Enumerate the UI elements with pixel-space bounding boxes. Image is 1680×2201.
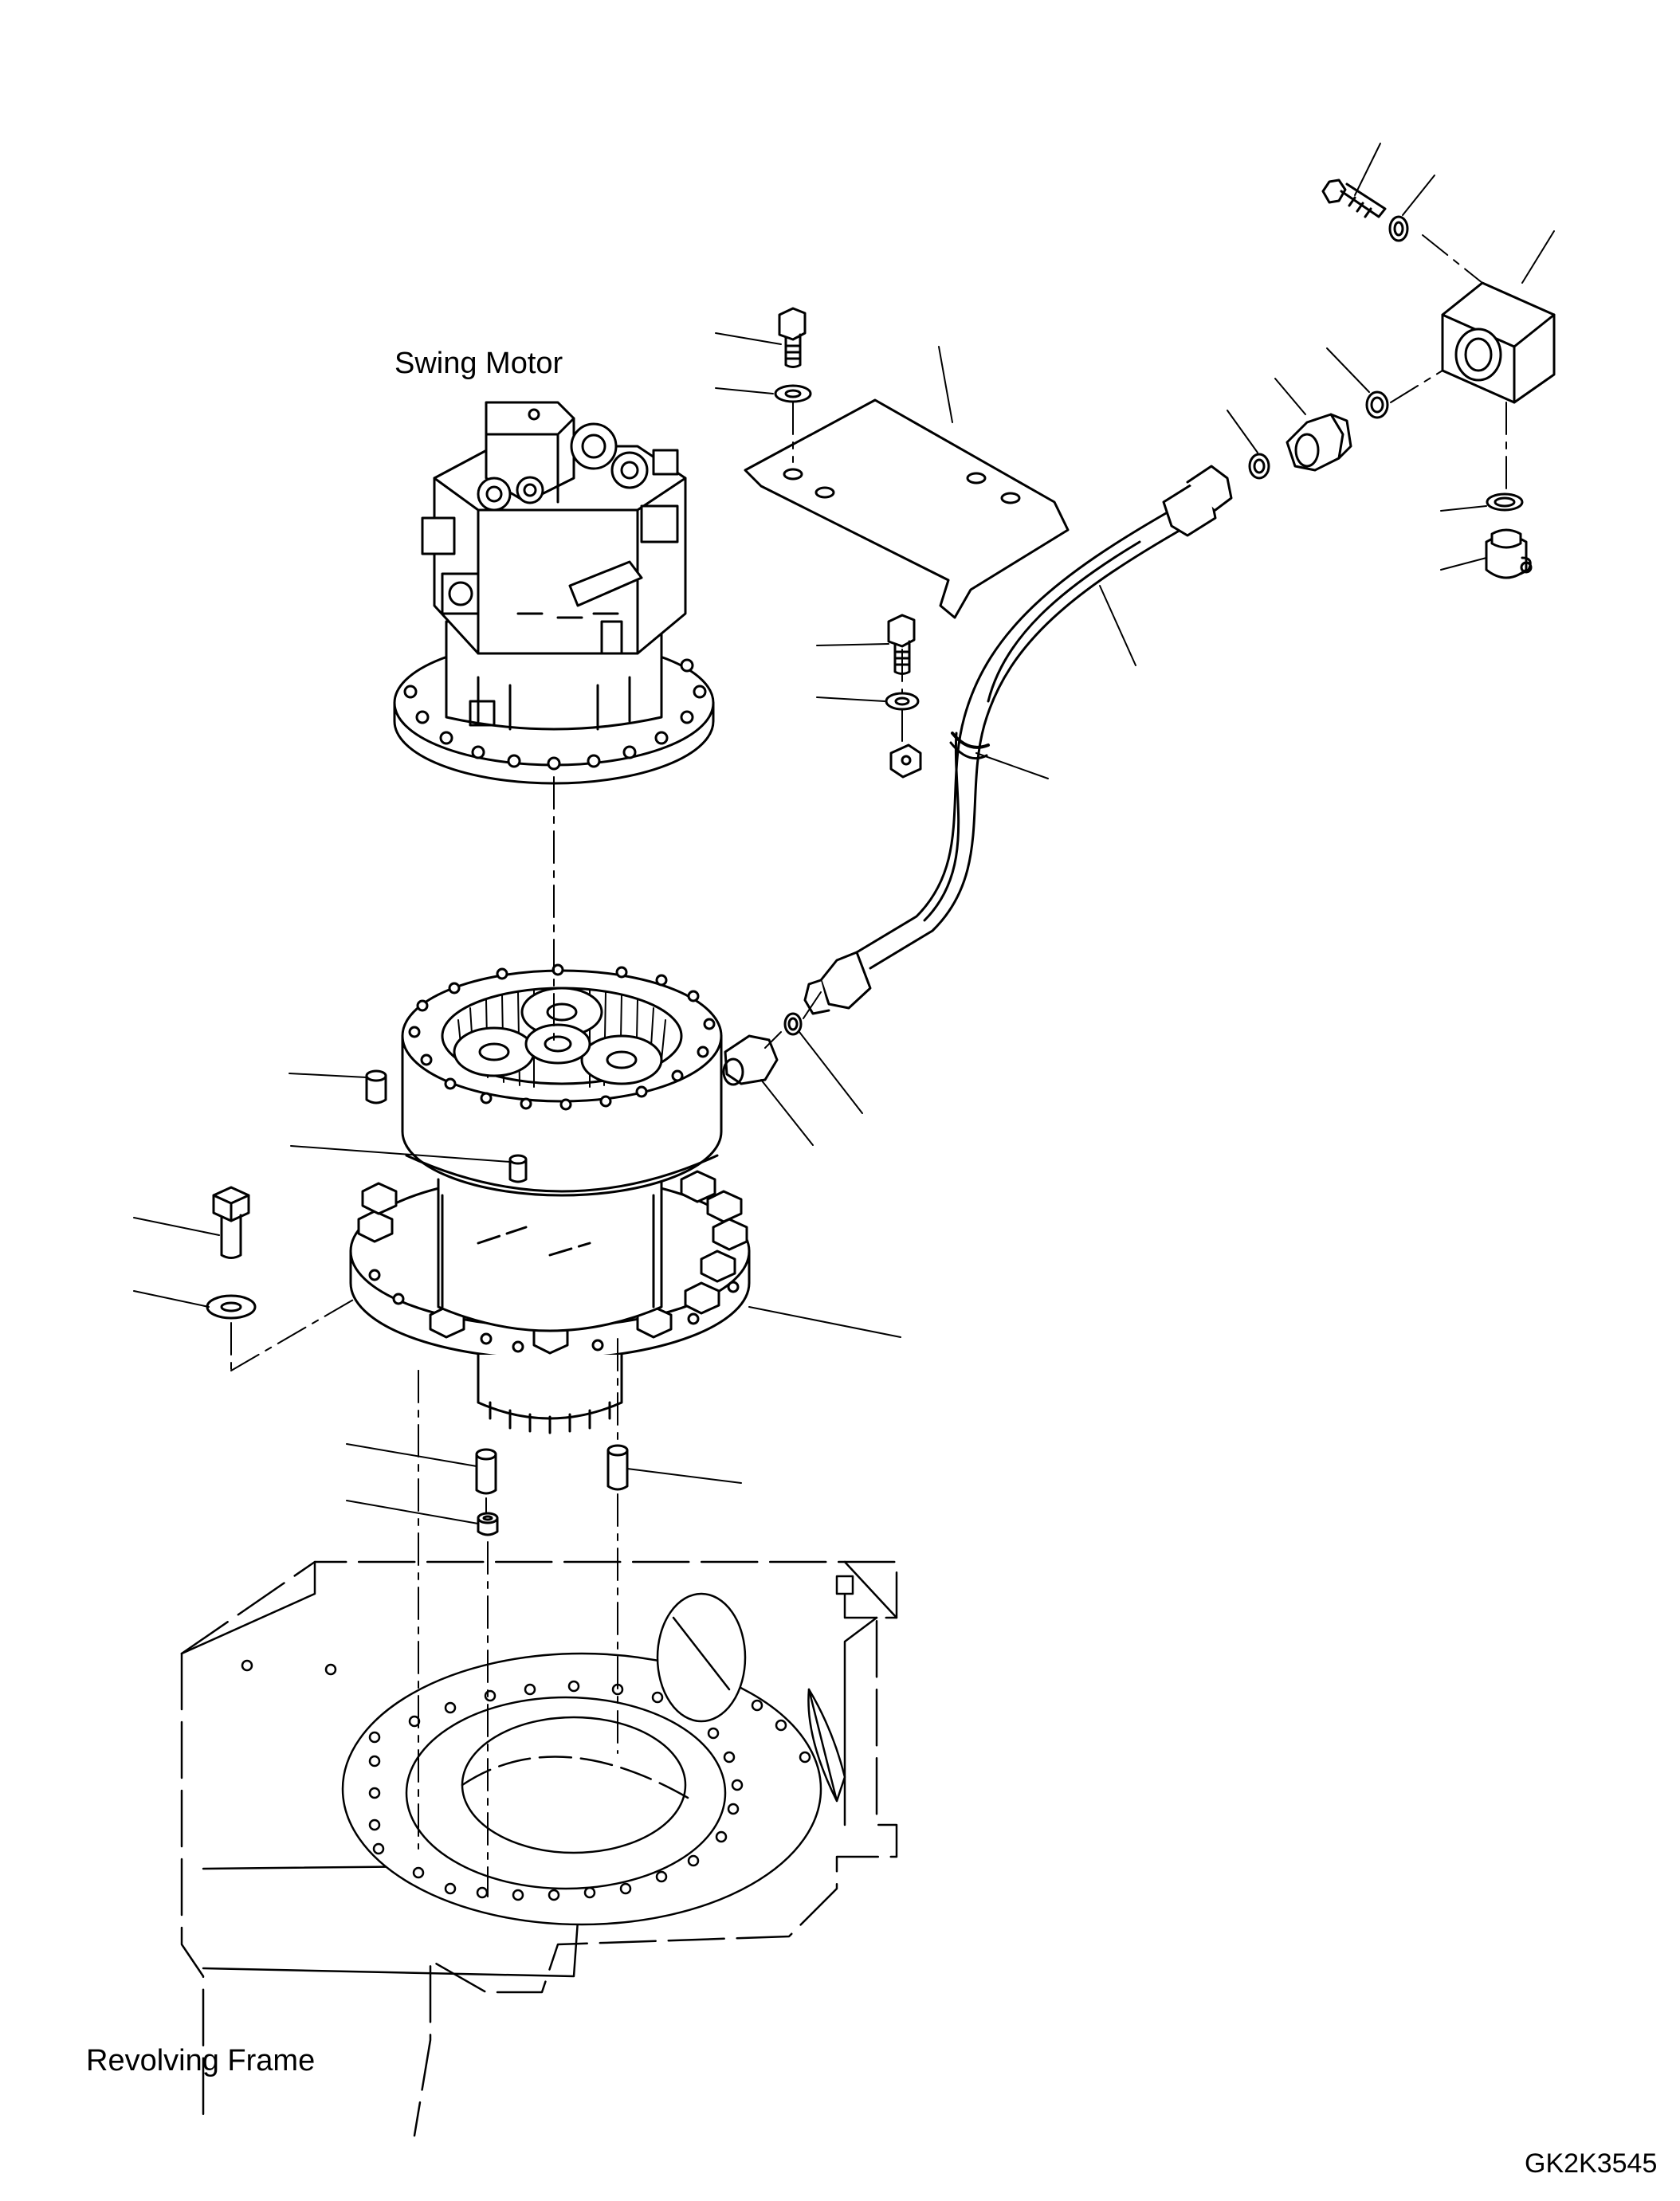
- revolving-frame-label: Revolving Frame: [86, 2044, 316, 2077]
- revolving-frame: [180, 1560, 898, 2137]
- hydraulic-hose: [803, 465, 1233, 1015]
- swing-reduction-gear: [349, 963, 751, 1434]
- dowel-pins: [475, 1444, 629, 1536]
- swing-motor-label: Swing Motor: [394, 347, 563, 380]
- motor-flange-holes: [403, 658, 707, 771]
- drain-fitting: [722, 1012, 803, 1086]
- housing-holes: [408, 963, 716, 1111]
- clamp-bolt: [885, 614, 922, 779]
- frame-bolt-holes: [241, 1659, 811, 1901]
- drawing-code: GK2K3545: [1525, 2148, 1658, 2179]
- cover-plate: [744, 398, 1070, 619]
- mounting-bolt: [206, 1186, 257, 1320]
- plate-bolt: [774, 307, 812, 403]
- plugs: [365, 1069, 528, 1183]
- flange-bolts: [357, 1170, 748, 1355]
- swing-motor: [393, 401, 715, 785]
- top-right-fittings: [1248, 179, 1556, 579]
- flange-bolt-holes: [368, 1269, 740, 1353]
- leader-lines: [133, 143, 1555, 1524]
- assembly-centerlines: [230, 234, 1507, 1897]
